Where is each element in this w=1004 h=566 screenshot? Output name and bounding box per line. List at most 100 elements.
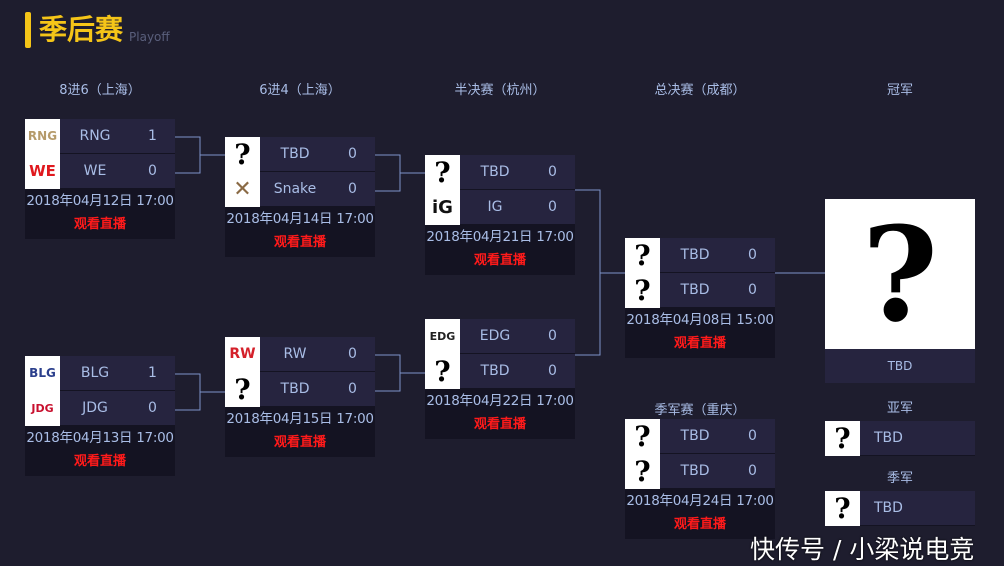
- question-icon: ?: [825, 420, 860, 456]
- team-name: TBD: [680, 428, 710, 444]
- team-score: 1: [148, 365, 157, 381]
- team-name: RNG: [79, 128, 111, 144]
- team-name: TBD: [680, 282, 710, 298]
- team-row: ? TBD 0: [425, 353, 575, 389]
- team-score: 1: [148, 128, 157, 144]
- team-score: 0: [548, 328, 557, 344]
- question-icon: ?: [625, 453, 660, 489]
- team-row: ? TBD 0: [225, 371, 375, 407]
- team-row: RNG RNG 1: [25, 118, 175, 154]
- question-icon: ?: [425, 353, 460, 389]
- team-score: 0: [748, 463, 757, 479]
- team-score: 0: [748, 247, 757, 263]
- page-title: 季后赛: [39, 13, 124, 46]
- team-score: 0: [148, 163, 157, 179]
- team-name: Snake: [273, 181, 317, 197]
- team-score: 0: [748, 428, 757, 444]
- jdg-logo: JDG: [25, 390, 60, 426]
- team-score: 0: [148, 400, 157, 416]
- round-header-third-place: 季军赛（重庆）: [654, 403, 746, 418]
- match-date: 2018年04月13日 17:00: [25, 426, 175, 451]
- watch-live-link[interactable]: 观看直播: [425, 414, 575, 439]
- team-row: EDG EDG 0: [425, 318, 575, 354]
- team-name: TBD: [480, 363, 510, 379]
- team-row: WE WE 0: [25, 153, 175, 189]
- team-score: 0: [548, 363, 557, 379]
- watch-live-link[interactable]: 观看直播: [225, 432, 375, 457]
- question-icon: ?: [825, 490, 860, 526]
- page-subtitle: Playoff: [129, 30, 170, 44]
- watch-live-link[interactable]: 观看直播: [25, 451, 175, 476]
- team-row: BLG BLG 1: [25, 355, 175, 391]
- team-score: 0: [348, 146, 357, 162]
- champion-name: TBD: [825, 349, 975, 383]
- team-score: 0: [548, 199, 557, 215]
- team-score: 0: [348, 181, 357, 197]
- team-row: iG IG 0: [425, 189, 575, 225]
- question-icon: ?: [425, 154, 460, 190]
- team-name: IG: [487, 199, 503, 215]
- question-icon: ?: [825, 198, 975, 351]
- team-name: TBD: [280, 381, 310, 397]
- match-date: 2018年04月14日 17:00: [225, 207, 375, 232]
- team-name: BLG: [80, 365, 110, 381]
- page-header: 季后赛 Playoff: [25, 12, 170, 48]
- question-icon: ?: [625, 237, 660, 273]
- team-name: JDG: [82, 400, 108, 416]
- round-header-champion: 冠军: [886, 83, 913, 98]
- team-name: WE: [83, 163, 107, 179]
- rng-logo: RNG: [25, 118, 60, 154]
- match-date: 2018年04月15日 17:00: [225, 407, 375, 432]
- team-score: 0: [348, 381, 357, 397]
- match-date: 2018年04月08日 15:00: [625, 308, 775, 333]
- watch-live-link[interactable]: 观看直播: [25, 214, 175, 239]
- team-score: 0: [348, 346, 357, 362]
- blg-logo: BLG: [25, 355, 60, 391]
- team-row: ? TBD 0: [625, 237, 775, 273]
- accent-bar: [25, 12, 31, 48]
- runner-up-card: 亚军 ? TBD: [825, 397, 975, 456]
- question-icon: ?: [225, 136, 260, 172]
- watch-live-link[interactable]: 观看直播: [625, 514, 775, 539]
- watch-live-link[interactable]: 观看直播: [425, 250, 575, 275]
- question-icon: ?: [225, 371, 260, 407]
- ig-logo: iG: [425, 189, 460, 225]
- team-name: EDG: [479, 328, 511, 344]
- third-label: 季军: [886, 471, 913, 486]
- watch-live-link[interactable]: 观看直播: [625, 333, 775, 358]
- question-icon: ?: [625, 272, 660, 308]
- edg-logo: EDG: [425, 318, 460, 354]
- team-row: JDG JDG 0: [25, 390, 175, 426]
- team-score: 0: [748, 282, 757, 298]
- runner-up-label: 亚军: [886, 401, 913, 416]
- team-score: 0: [548, 164, 557, 180]
- we-logo: WE: [25, 153, 60, 189]
- match-date: 2018年04月24日 17:00: [625, 489, 775, 514]
- runner-up-name: TBD: [874, 430, 903, 446]
- round-header-6to4: 6进4（上海）: [259, 83, 341, 98]
- team-row: ? TBD 0: [625, 453, 775, 489]
- champion-card: ? TBD: [825, 198, 975, 383]
- team-name: TBD: [680, 247, 710, 263]
- team-name: RW: [283, 346, 307, 362]
- watch-live-link[interactable]: 观看直播: [225, 232, 375, 257]
- rw-logo: RW: [225, 336, 260, 372]
- team-name: TBD: [680, 463, 710, 479]
- round-header-semifinal: 半决赛（杭州）: [454, 83, 546, 98]
- team-row: RW RW 0: [225, 336, 375, 372]
- match-date: 2018年04月22日 17:00: [425, 389, 575, 414]
- match-date: 2018年04月12日 17:00: [25, 189, 175, 214]
- match-date: 2018年04月21日 17:00: [425, 225, 575, 250]
- team-row: ? TBD 0: [625, 272, 775, 308]
